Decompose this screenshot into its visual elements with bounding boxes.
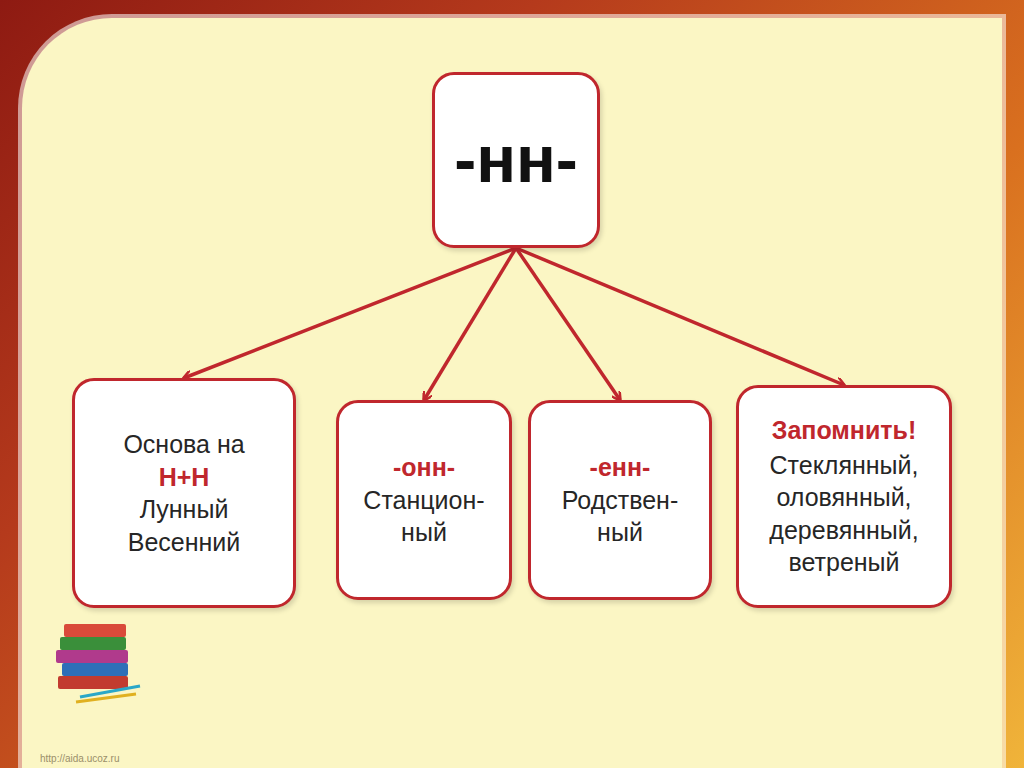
node-text: Н+Н [159,461,210,494]
root-box: -нн- [432,72,600,248]
arrow-connector [184,248,516,378]
arrow-connector [424,248,516,400]
arrow-connector [516,248,844,385]
rule-box: -енн-Родствен- ный [528,400,712,600]
rule-box: Запомнить!Стеклянный, оловянный, деревян… [736,385,952,608]
node-text: Запомнить! [772,414,917,447]
node-text: Основа на [123,428,244,461]
node-text: -енн- [590,451,651,484]
rule-box: -онн-Станцион- ный [336,400,512,600]
node-text: Станцион- ный [363,484,484,549]
node-text: -нн- [454,117,578,203]
node-text: Родствен- ный [562,484,679,549]
node-text: Лунный Весенний [128,493,241,558]
books-icon [56,624,140,702]
watermark: http://aida.ucoz.ru [40,752,120,765]
node-text: Стеклянный, оловянный, деревянный, ветре… [769,449,918,579]
rule-box: Основа наН+НЛунный Весенний [72,378,296,608]
node-text: -онн- [393,451,455,484]
